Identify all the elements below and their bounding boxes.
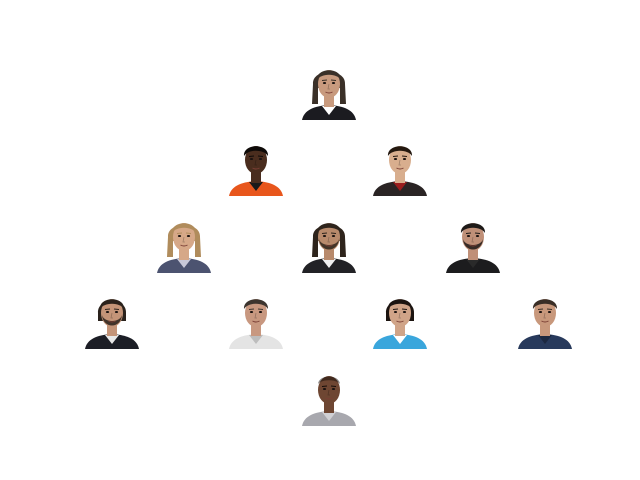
portrait-figure bbox=[302, 223, 356, 273]
player-photo-defence-center-right bbox=[369, 287, 431, 349]
portrait-figure bbox=[446, 223, 500, 273]
player-photo-striker bbox=[298, 58, 360, 120]
portrait-figure bbox=[302, 376, 356, 426]
player-photo-midfield-right bbox=[442, 211, 504, 273]
face-shape bbox=[173, 223, 195, 251]
portrait-figure bbox=[157, 223, 211, 273]
portrait-figure bbox=[373, 146, 427, 196]
portrait-figure bbox=[85, 299, 139, 349]
face-shape bbox=[534, 299, 556, 327]
portrait-figure bbox=[373, 299, 427, 349]
portrait-figure bbox=[229, 146, 283, 196]
portrait-figure bbox=[518, 299, 572, 349]
player-photo-goalkeeper bbox=[298, 364, 360, 426]
player-photo-defence-left bbox=[81, 287, 143, 349]
face-shape bbox=[389, 146, 411, 174]
face-shape bbox=[318, 70, 340, 98]
face-shape bbox=[389, 299, 411, 327]
player-photo-attacking-mid-left bbox=[225, 134, 287, 196]
face-shape bbox=[318, 376, 340, 404]
player-photo-midfield-center bbox=[298, 211, 360, 273]
player-photo-attacking-mid-right bbox=[369, 134, 431, 196]
portrait-figure bbox=[302, 70, 356, 120]
portrait-figure bbox=[229, 299, 283, 349]
player-photo-defence-right bbox=[514, 287, 576, 349]
player-photo-defence-center-left bbox=[225, 287, 287, 349]
face-shape bbox=[245, 146, 267, 174]
face-shape bbox=[245, 299, 267, 327]
player-photo-midfield-left bbox=[153, 211, 215, 273]
